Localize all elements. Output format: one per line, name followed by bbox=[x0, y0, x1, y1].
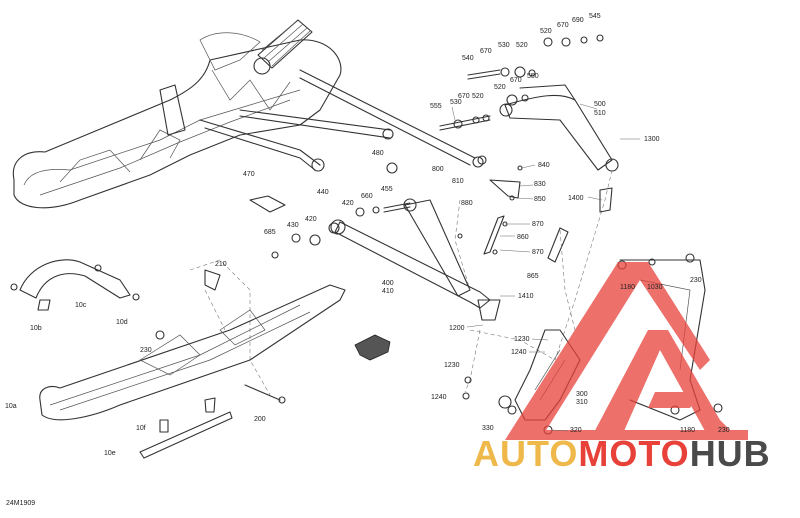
callout-1300: 1300 bbox=[644, 136, 660, 143]
callout-510: 510 bbox=[594, 110, 606, 117]
callout-670: 670 bbox=[557, 22, 569, 29]
callout-670: 670 bbox=[458, 93, 470, 100]
callout-840: 840 bbox=[538, 162, 550, 169]
callout-10d: 10d bbox=[116, 319, 128, 326]
callout-430: 430 bbox=[287, 222, 299, 229]
callout-1230: 1230 bbox=[514, 336, 530, 343]
callout-1230: 1230 bbox=[444, 362, 460, 369]
watermark-text-hub: HUB bbox=[689, 433, 771, 474]
callout-660: 660 bbox=[361, 193, 373, 200]
callout-200: 200 bbox=[254, 416, 266, 423]
callout-210: 210 bbox=[215, 261, 227, 268]
callout-410: 410 bbox=[382, 288, 394, 295]
callout-670: 670 bbox=[510, 77, 522, 84]
callout-330: 330 bbox=[482, 425, 494, 432]
callout-555: 555 bbox=[430, 103, 442, 110]
callout-530: 530 bbox=[498, 42, 510, 49]
loose-bracket bbox=[354, 334, 391, 361]
callout-870: 870 bbox=[532, 221, 544, 228]
callout-545: 545 bbox=[589, 13, 601, 20]
callout-530: 530 bbox=[450, 99, 462, 106]
chassis-frame bbox=[12, 32, 342, 209]
callout-830: 830 bbox=[534, 181, 546, 188]
callout-labels: 540 670 530 520 670 690 545 520 670 550 … bbox=[5, 13, 730, 457]
callout-690: 690 bbox=[572, 17, 584, 24]
upper-hardware bbox=[439, 34, 604, 131]
callout-1410: 1410 bbox=[518, 293, 534, 300]
callout-670: 670 bbox=[480, 48, 492, 55]
assembly-lines bbox=[189, 169, 613, 396]
upper-rods bbox=[199, 69, 484, 172]
callout-470: 470 bbox=[243, 171, 255, 178]
callout-870: 870 bbox=[532, 249, 544, 256]
lower-a-arm bbox=[330, 198, 501, 321]
callout-520: 520 bbox=[516, 42, 528, 49]
callout-10b: 10b bbox=[30, 325, 42, 332]
callout-230: 230 bbox=[690, 277, 702, 284]
callout-685: 685 bbox=[264, 229, 276, 236]
callout-10e: 10e bbox=[104, 450, 116, 457]
watermark-text-moto: MOTO bbox=[578, 433, 690, 474]
callout-1180: 1180 bbox=[620, 284, 635, 291]
callout-800: 800 bbox=[432, 166, 444, 173]
ski-handle bbox=[10, 259, 140, 311]
leader-lines bbox=[451, 103, 640, 432]
callout-320: 320 bbox=[570, 427, 582, 434]
callout-10f: 10f bbox=[136, 425, 146, 432]
callout-500: 500 bbox=[594, 101, 606, 108]
callout-1030: 1030 bbox=[647, 284, 663, 291]
middle-hardware bbox=[249, 155, 569, 263]
callout-455: 455 bbox=[381, 186, 393, 193]
callout-480: 480 bbox=[372, 150, 384, 157]
callout-880: 880 bbox=[461, 200, 473, 207]
callout-850: 850 bbox=[534, 196, 546, 203]
callout-540: 540 bbox=[462, 55, 474, 62]
callout-550: 550 bbox=[527, 73, 539, 80]
callout-10c: 10c bbox=[75, 302, 87, 309]
callout-520: 520 bbox=[540, 28, 552, 35]
watermark-text: AUTOMOTOHUB bbox=[473, 434, 771, 474]
ski-assembly bbox=[39, 269, 346, 459]
upper-a-arm bbox=[499, 84, 619, 172]
callout-1240: 1240 bbox=[511, 349, 527, 356]
callout-1180: 1180 bbox=[680, 427, 695, 434]
callout-300: 300 bbox=[576, 391, 588, 398]
diagram-code: 24M1909 bbox=[6, 500, 36, 507]
callout-865: 865 bbox=[527, 273, 539, 280]
callout-860: 860 bbox=[517, 234, 529, 241]
callout-1200: 1200 bbox=[449, 325, 465, 332]
callout-230: 230 bbox=[718, 427, 730, 434]
callout-1240: 1240 bbox=[431, 394, 447, 401]
shock-absorber bbox=[253, 19, 313, 75]
callout-10a: 10a bbox=[5, 403, 17, 410]
watermark-text-auto: AUTO bbox=[473, 433, 579, 474]
callout-230: 230 bbox=[140, 347, 152, 354]
callout-400: 400 bbox=[382, 280, 394, 287]
watermark-logo bbox=[505, 262, 748, 440]
callout-1400: 1400 bbox=[568, 195, 584, 202]
callout-810: 810 bbox=[452, 178, 464, 185]
callout-520: 520 bbox=[494, 84, 506, 91]
callout-420: 420 bbox=[305, 216, 317, 223]
callout-310: 310 bbox=[576, 399, 588, 406]
callout-440: 440 bbox=[317, 189, 329, 196]
callout-520: 520 bbox=[472, 93, 484, 100]
callout-420: 420 bbox=[342, 200, 354, 207]
